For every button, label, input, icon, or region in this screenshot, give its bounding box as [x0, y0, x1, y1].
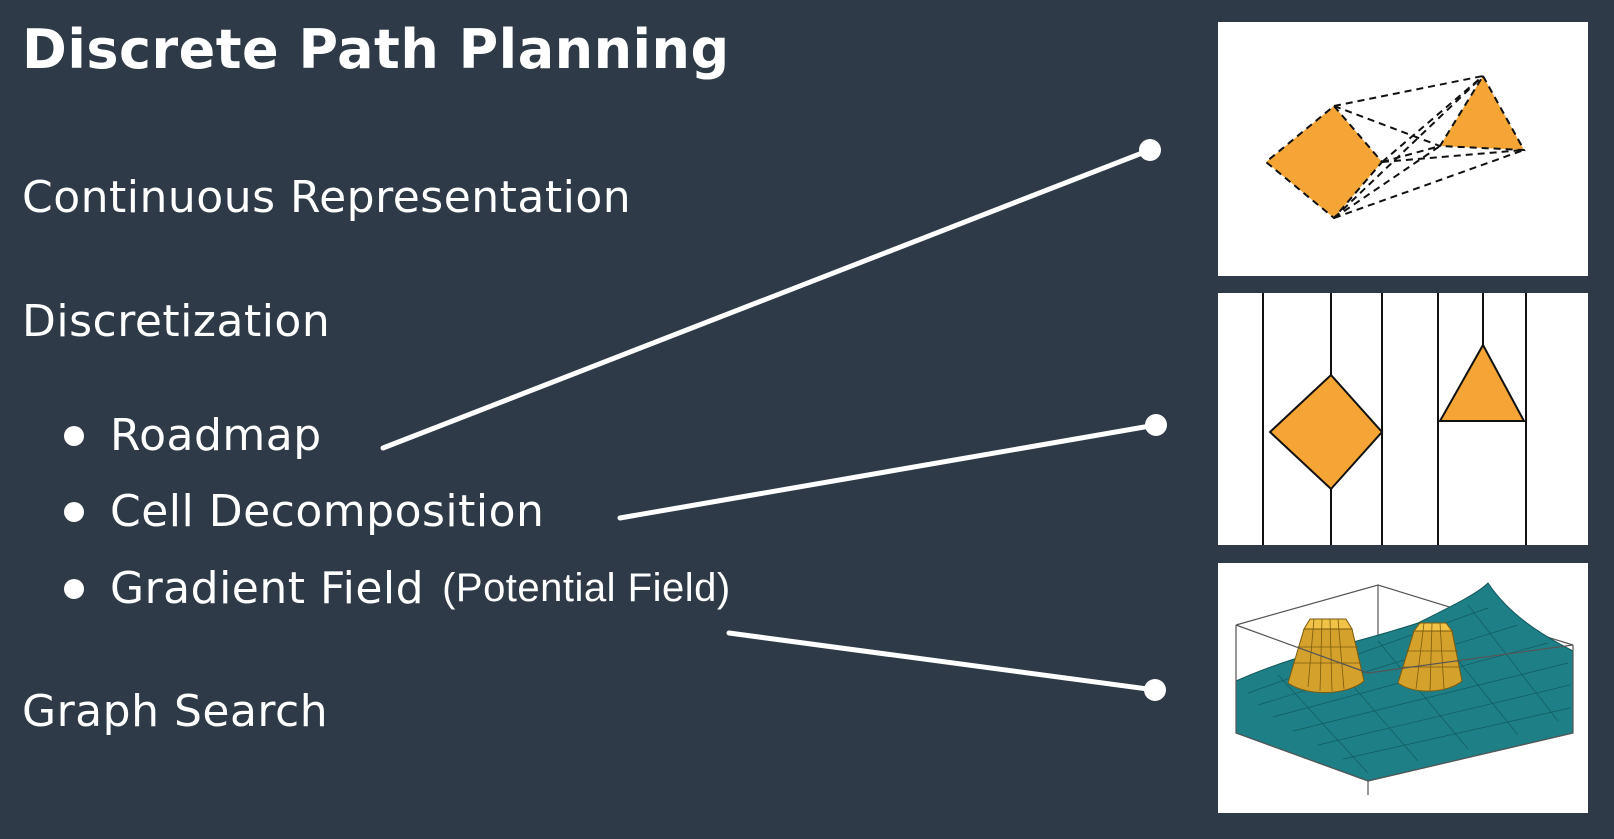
- heading-graph-search: Graph Search: [22, 686, 329, 737]
- slide-title: Discrete Path Planning: [22, 18, 730, 81]
- connector-cell-decomposition: [617, 422, 1159, 521]
- bullet-dot: [64, 425, 84, 446]
- triangle-obstacle: [1438, 342, 1526, 422]
- diamond-obstacle: [1266, 106, 1382, 218]
- connector-roadmap: [380, 147, 1153, 451]
- bullet-note: (Potential Field): [442, 566, 731, 610]
- heading-continuous-representation: Continuous Representation: [22, 172, 632, 223]
- bullet-gradient-field: Gradient Field (Potential Field): [64, 563, 731, 614]
- bullet-roadmap: Roadmap: [64, 410, 322, 461]
- bullet-label: Cell Decomposition: [110, 486, 545, 537]
- potential-peak-right: [1397, 622, 1463, 692]
- bullet-dot: [64, 501, 84, 522]
- bullet-label: Gradient Field: [110, 563, 425, 614]
- heading-discretization: Discretization: [22, 296, 331, 347]
- triangle-obstacle: [1440, 76, 1524, 150]
- roadmap-illustration: [1218, 22, 1588, 276]
- bullet-label: Roadmap: [110, 410, 322, 461]
- cell-decomposition-illustration: [1218, 293, 1588, 545]
- connector-roadmap-endpoint: [1139, 139, 1161, 161]
- diamond-obstacle: [1268, 373, 1384, 491]
- connector-cell-decomposition-endpoint: [1145, 414, 1167, 436]
- connector-gradient-field: [726, 630, 1158, 693]
- bullet-cell-decomposition: Cell Decomposition: [64, 486, 544, 537]
- bullet-dot: [64, 578, 84, 599]
- potential-peak-left: [1287, 618, 1365, 693]
- potential-field-illustration: [1218, 563, 1588, 813]
- connector-gradient-field-endpoint: [1144, 679, 1166, 701]
